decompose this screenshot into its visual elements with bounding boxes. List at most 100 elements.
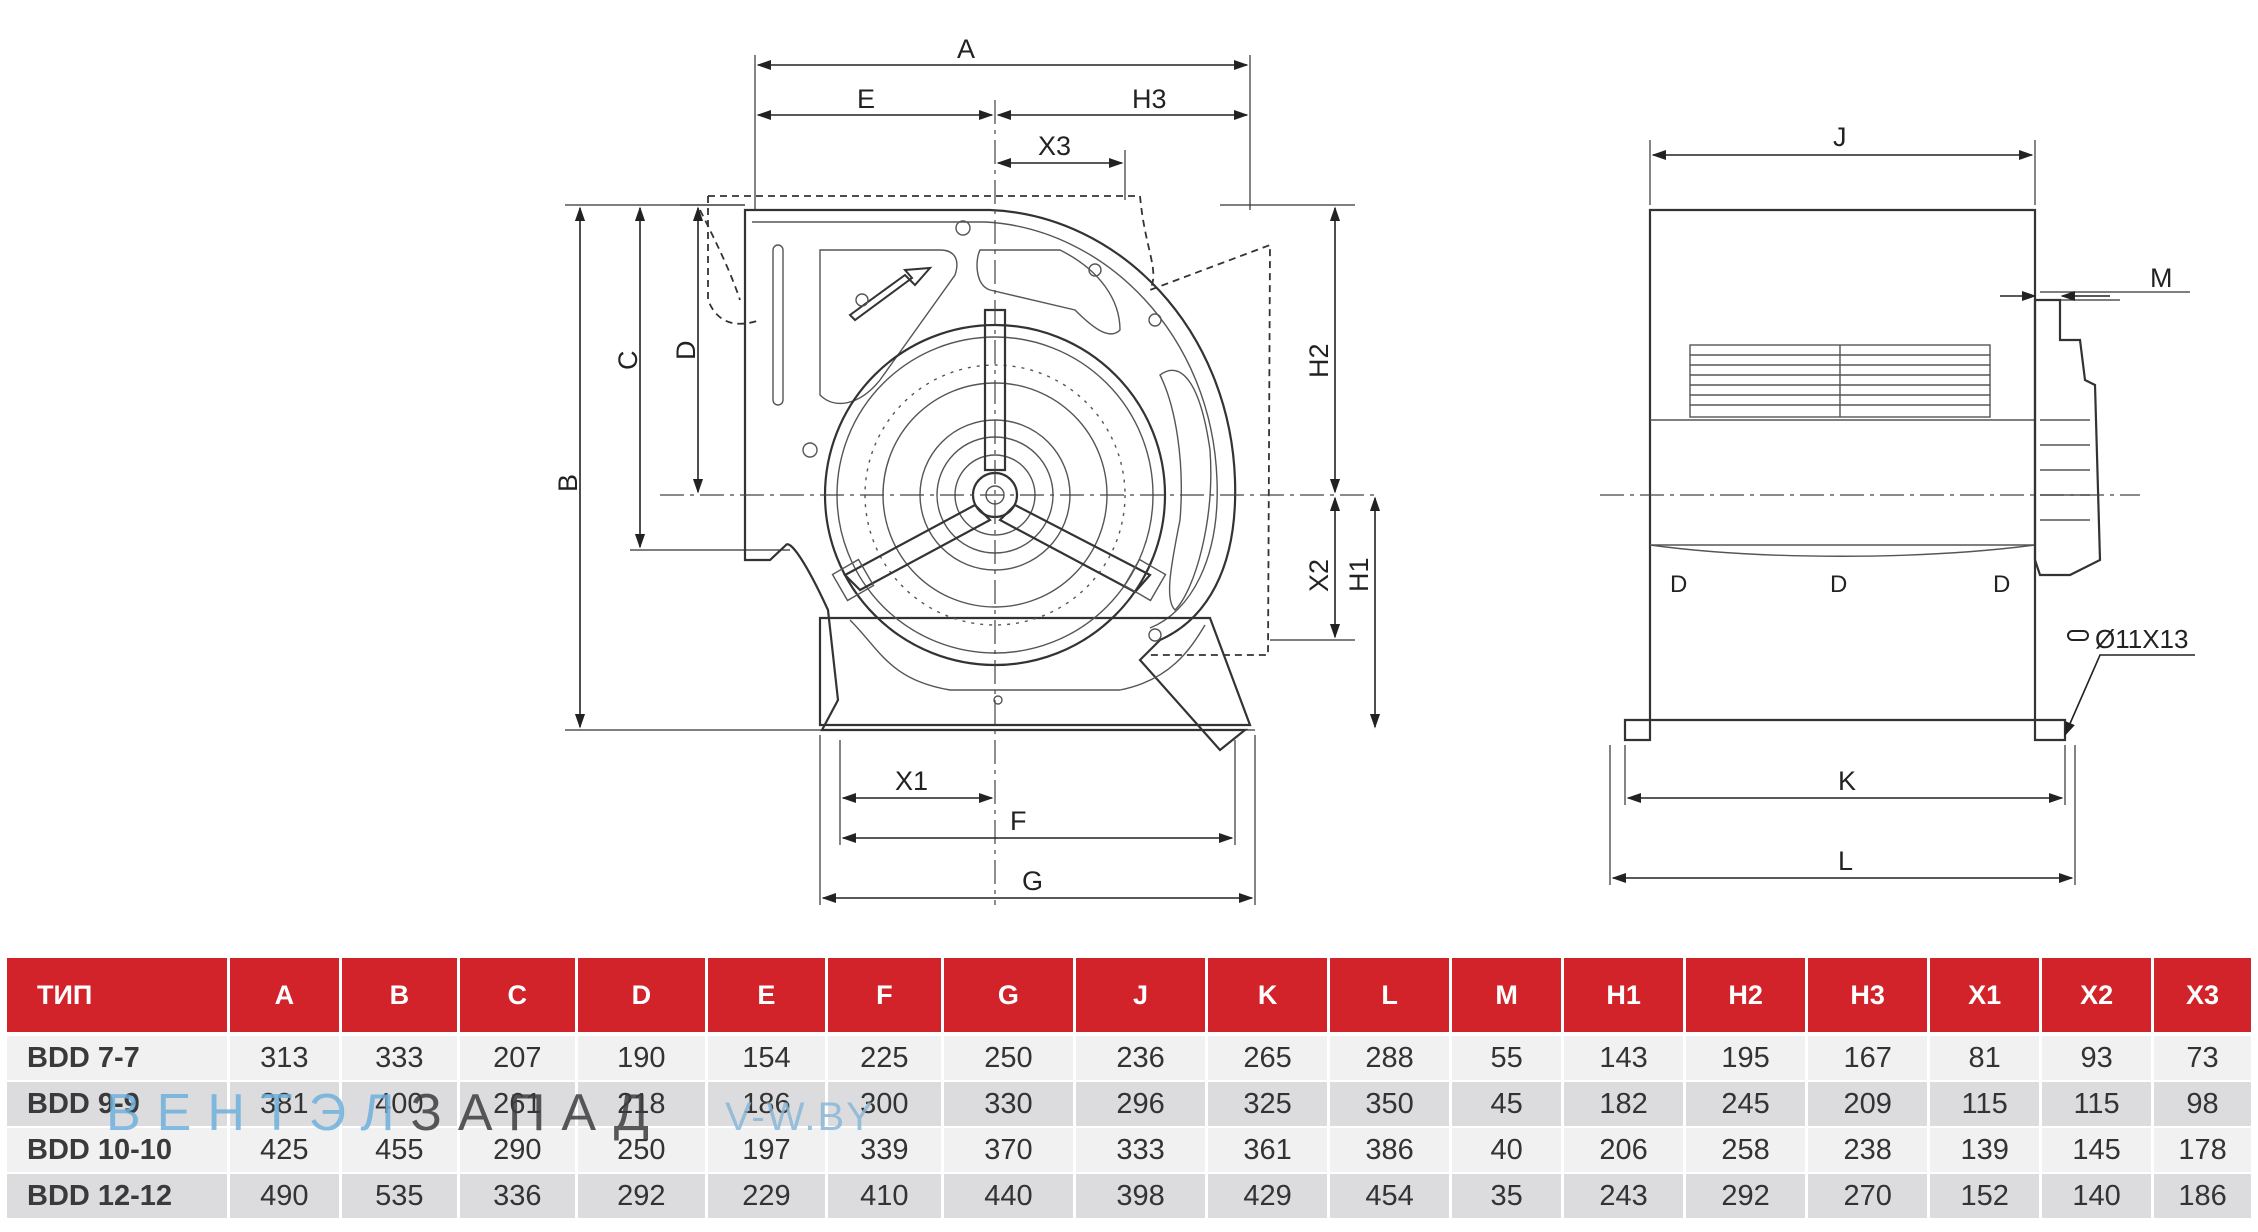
dim-label-k: K: [1838, 766, 1856, 796]
value-cell: 313: [229, 1032, 339, 1082]
dim-label-g: G: [1022, 866, 1043, 896]
dim-label-b: B: [553, 474, 583, 492]
value-cell: 490: [229, 1174, 339, 1220]
value-cell: 292: [1686, 1174, 1806, 1220]
mark-d-2: D: [1830, 571, 1847, 598]
value-cell: 167: [1808, 1032, 1928, 1082]
column-header: J: [1075, 958, 1206, 1032]
value-cell: 143: [1564, 1032, 1684, 1082]
value-cell: 250: [943, 1032, 1073, 1082]
rotation-arrow-icon: [848, 266, 933, 322]
value-cell: 350: [1330, 1082, 1450, 1128]
dim-label-x3: X3: [1038, 131, 1071, 161]
bolt-6: [1148, 628, 1162, 642]
model-name-cell: BDD 12-12: [7, 1174, 227, 1220]
value-cell: 236: [1075, 1032, 1206, 1082]
dim-label-c: C: [613, 351, 643, 371]
value-cell: 195: [1686, 1032, 1806, 1082]
column-header: E: [707, 958, 825, 1032]
value-cell: 73: [2154, 1032, 2251, 1082]
dim-label-m: M: [2150, 263, 2173, 293]
window-right: [976, 249, 1121, 335]
value-cell: 178: [2154, 1128, 2251, 1174]
column-header: H1: [1564, 958, 1684, 1032]
value-cell: 145: [2042, 1128, 2152, 1174]
value-cell: 370: [943, 1128, 1073, 1174]
column-header: K: [1208, 958, 1328, 1032]
side-housing: [1648, 208, 2037, 722]
dim-label-h1: H1: [1344, 557, 1374, 592]
mount-arm-left: [843, 503, 992, 592]
value-cell: 238: [1808, 1128, 1928, 1174]
bolt-1: [955, 220, 971, 236]
value-cell: 455: [341, 1128, 457, 1174]
column-header: L: [1330, 958, 1450, 1032]
arm-foot-left: [831, 558, 875, 602]
value-cell: 361: [1208, 1128, 1328, 1174]
value-cell: 400: [341, 1082, 457, 1128]
column-header: X2: [2042, 958, 2152, 1032]
value-cell: 250: [577, 1128, 705, 1174]
value-cell: 115: [1930, 1082, 2040, 1128]
value-cell: 182: [1564, 1082, 1684, 1128]
dim-label-e: E: [857, 84, 875, 114]
value-cell: 330: [943, 1082, 1073, 1128]
value-cell: 81: [1930, 1032, 2040, 1082]
dim-label-x2: X2: [1304, 559, 1334, 592]
column-header: A: [229, 958, 339, 1032]
slot-curved: [1159, 369, 1212, 611]
motor-side: [2033, 298, 2102, 577]
front-view: A E H3 X3 B C D H2 X2 H1 X1 F G: [553, 34, 1381, 905]
dim-label-l: L: [1838, 846, 1853, 876]
value-cell: 258: [1686, 1128, 1806, 1174]
column-header: H2: [1686, 958, 1806, 1032]
value-cell: 140: [2042, 1174, 2152, 1220]
value-cell: 292: [577, 1174, 705, 1220]
value-cell: 229: [707, 1174, 825, 1220]
slot-vertical: [772, 244, 784, 406]
value-cell: 154: [707, 1032, 825, 1082]
value-cell: 429: [1208, 1174, 1328, 1220]
dim-label-h2: H2: [1304, 343, 1334, 378]
base-inner-shape: [849, 619, 1206, 691]
bolt-4: [1148, 313, 1162, 327]
dim-label-a: A: [957, 34, 975, 64]
mark-d-3: D: [1993, 571, 2010, 598]
model-name-cell: BDD 10-10: [7, 1128, 227, 1174]
value-cell: 35: [1452, 1174, 1562, 1220]
value-cell: 190: [577, 1032, 705, 1082]
slot-hole-icon: [2067, 630, 2089, 641]
dim-label-f: F: [1010, 806, 1027, 836]
value-cell: 218: [577, 1082, 705, 1128]
value-cell: 206: [1564, 1128, 1684, 1174]
value-cell: 381: [229, 1082, 339, 1128]
mount-arm-top: [983, 308, 1007, 472]
value-cell: 261: [459, 1082, 575, 1128]
dim-label-x1: X1: [895, 766, 928, 796]
value-cell: 265: [1208, 1032, 1328, 1082]
value-cell: 55: [1452, 1032, 1562, 1082]
column-header: C: [459, 958, 575, 1032]
impeller-blades: [864, 364, 1126, 626]
foot-left: [1623, 718, 1652, 742]
value-cell: 45: [1452, 1082, 1562, 1128]
side-curve: [1649, 544, 2036, 557]
bolt-5: [855, 293, 869, 307]
bolt-7: [993, 695, 1003, 705]
value-cell: 325: [1208, 1082, 1328, 1128]
base-plate: [818, 616, 1252, 727]
column-header: D: [577, 958, 705, 1032]
motor-fins: [2040, 419, 2090, 521]
dim-label-d: D: [671, 341, 701, 361]
value-cell: 288: [1330, 1032, 1450, 1082]
arm-foot-right: [1123, 558, 1167, 602]
column-header: G: [943, 958, 1073, 1032]
value-cell: 535: [341, 1174, 457, 1220]
value-cell: 98: [2154, 1082, 2251, 1128]
value-cell: 333: [341, 1032, 457, 1082]
